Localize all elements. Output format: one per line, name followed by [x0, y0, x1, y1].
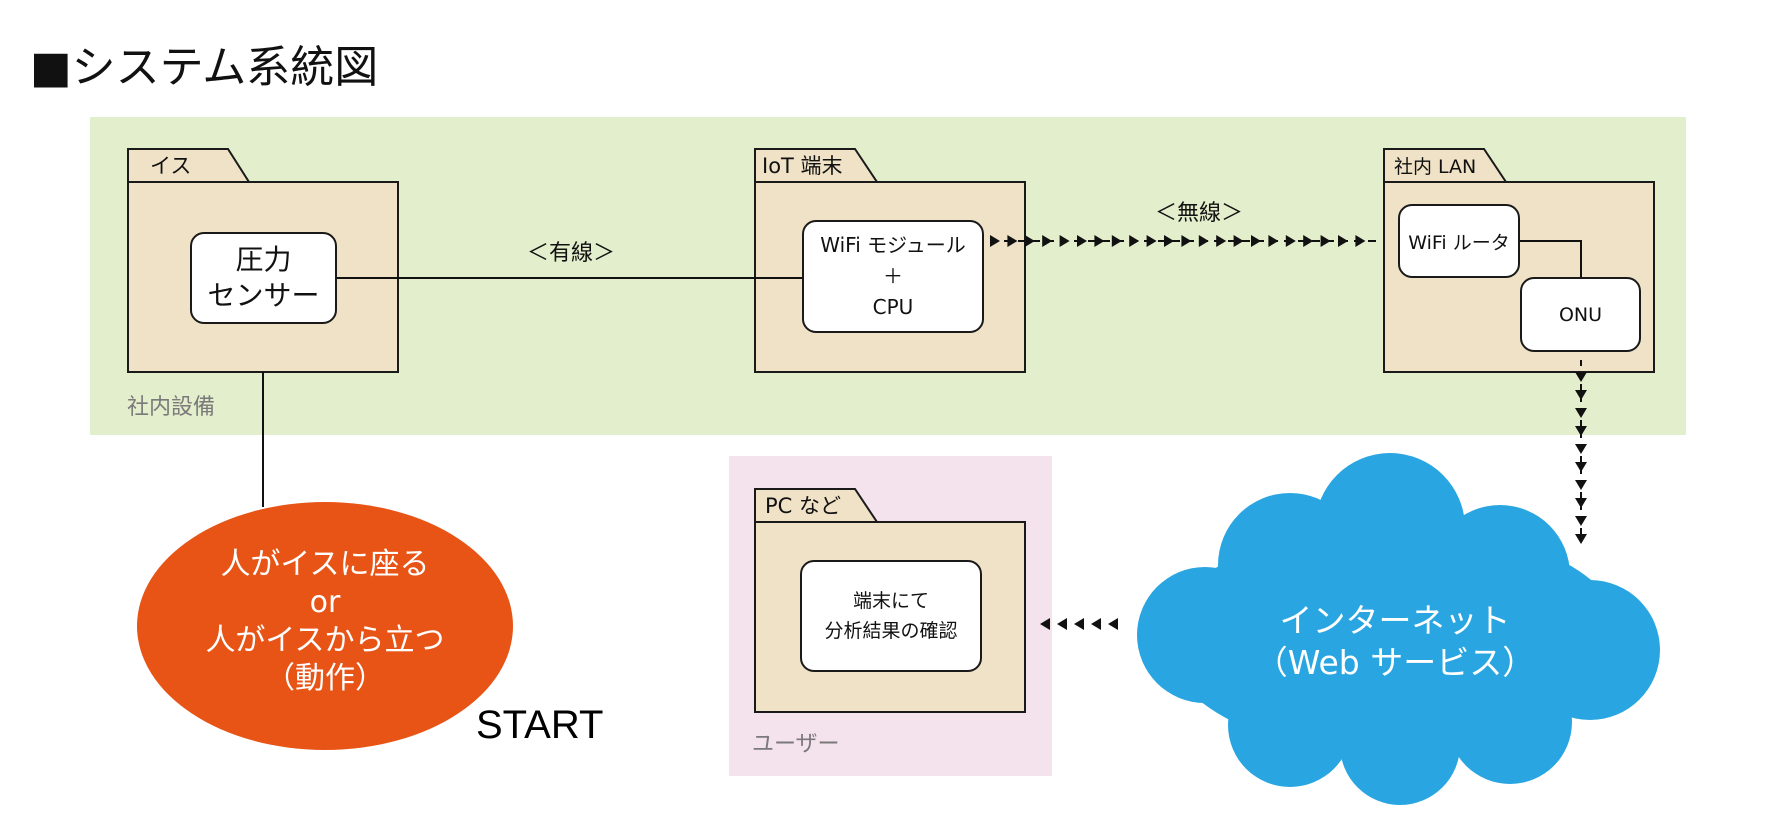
down-arrowhead — [1575, 426, 1587, 436]
pc-tab-label: PC など — [765, 494, 842, 518]
wireless-label: ＜無線＞ — [1155, 201, 1244, 226]
left-arrowhead — [1040, 618, 1050, 630]
wireless-arrowhead — [1111, 235, 1122, 247]
down-arrowhead — [1575, 390, 1587, 400]
plus-line: ＋ — [883, 264, 903, 288]
down-arrowhead — [1575, 498, 1587, 508]
analysis-line-2: 分析結果の確認 — [824, 620, 958, 642]
down-arrowhead — [1575, 462, 1587, 472]
analysis-line-1: 端末にて — [852, 590, 929, 612]
action-line-4: （動作） — [265, 661, 385, 696]
wireless-arrowhead — [1059, 235, 1070, 247]
down-arrowhead — [1575, 480, 1587, 490]
pressure-sensor-node: 圧力 センサー — [190, 232, 337, 324]
wifi-module-cpu-node: WiFi モジュール ＋ CPU — [802, 220, 984, 333]
wireless-arrowhead — [1181, 235, 1192, 247]
action-text: 人がイスに座る or 人がイスから立つ （動作） — [175, 546, 475, 698]
down-arrowhead — [1575, 372, 1587, 382]
left-arrowhead — [1108, 618, 1118, 630]
cpu-line: CPU — [872, 295, 914, 319]
down-arrowhead — [1575, 444, 1587, 454]
router-onu-link — [1520, 240, 1582, 277]
wireless-arrowhead — [1355, 235, 1366, 247]
wireless-arrowhead — [1077, 235, 1087, 247]
wireless-arrowhead — [1285, 235, 1296, 247]
action-line-2: or — [309, 585, 341, 620]
wireless-arrowhead — [1268, 235, 1279, 247]
analysis-check-node: 端末にて 分析結果の確認 — [800, 560, 982, 672]
web-service-line: （Web サービス） — [1254, 643, 1536, 682]
iot-tab-label: IoT 端末 — [762, 154, 843, 178]
wireless-arrowhead — [1024, 235, 1035, 247]
wireless-arrowhead — [1338, 235, 1348, 247]
wireless-arrowhead — [1303, 235, 1314, 247]
down-arrowhead — [1575, 408, 1587, 418]
page-title: ■システム系統図 — [30, 42, 379, 93]
onu-node: ONU — [1520, 277, 1641, 352]
action-line-1: 人がイスに座る — [220, 547, 430, 582]
internet-pc-arrow — [1040, 618, 1118, 630]
pressure-sensor-line-1: 圧力 — [235, 243, 292, 276]
onu-internet-arrow — [1575, 360, 1587, 544]
internet-cloud-text: インターネット （Web サービス） — [1245, 600, 1545, 684]
chair-tab-label: イス — [150, 154, 192, 178]
wireless-arrowhead — [1094, 235, 1105, 247]
wireless-arrowhead — [1164, 235, 1174, 247]
wireless-arrowhead — [1146, 235, 1157, 247]
left-arrowhead — [1091, 618, 1101, 630]
lan-tab-label: 社内 LAN — [1394, 156, 1477, 178]
wireless-arrowhead — [1129, 235, 1140, 247]
down-arrowhead — [1575, 516, 1587, 526]
wireless-arrowhead — [1320, 235, 1331, 247]
start-label: START — [476, 703, 604, 747]
internet-line: インターネット — [1279, 601, 1511, 640]
onu-label: ONU — [1558, 303, 1603, 326]
wireless-arrowhead — [1233, 235, 1244, 247]
wireless-arrowhead — [1198, 235, 1209, 247]
wireless-arrowhead — [1216, 235, 1227, 247]
left-arrowhead — [1057, 618, 1067, 630]
wireless-arrowhead — [1007, 235, 1018, 247]
wifi-router-label: WiFi ルータ — [1408, 231, 1510, 254]
wired-label: ＜有線＞ — [527, 241, 616, 266]
left-arrowhead — [1074, 618, 1084, 630]
wifi-router-node: WiFi ルータ — [1398, 204, 1520, 278]
user-region-label: ユーザー — [752, 732, 840, 757]
internet-cloud — [1137, 453, 1660, 805]
internal-region-label: 社内設備 — [127, 395, 216, 420]
action-ellipse — [137, 502, 513, 750]
pressure-sensor-line-2: センサー — [207, 279, 320, 312]
wireless-connection-arrow — [990, 235, 1380, 247]
wireless-arrowhead — [1251, 235, 1261, 247]
action-line-3: 人がイスから立つ — [205, 623, 445, 658]
wireless-arrowhead — [990, 235, 1000, 247]
down-arrowhead — [1575, 534, 1587, 544]
wifi-module-line: WiFi モジュール — [820, 233, 966, 257]
wireless-arrowhead — [1042, 235, 1053, 247]
